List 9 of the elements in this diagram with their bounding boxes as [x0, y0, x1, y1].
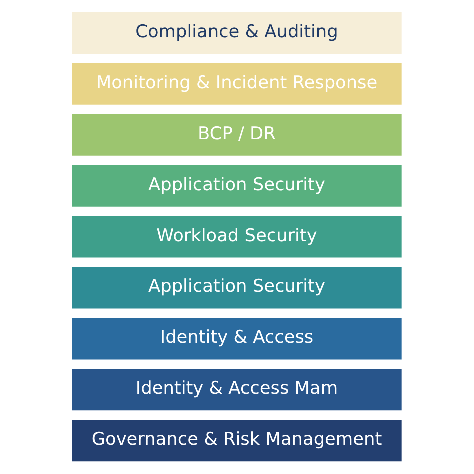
node-box: Workload Security [72, 216, 402, 258]
node-box: Compliance & Auditing [72, 12, 402, 54]
node-box: Identity & Access [72, 318, 402, 360]
node-box: Application Security [72, 267, 402, 309]
node-box: Application Security [72, 165, 402, 207]
node-box: Identity & Access Mam [72, 369, 402, 411]
node-box: BCP / DR [72, 114, 402, 156]
node-box: Governance & Risk Management [72, 420, 402, 462]
node-box: Monitoring & Incident Response [72, 63, 402, 105]
